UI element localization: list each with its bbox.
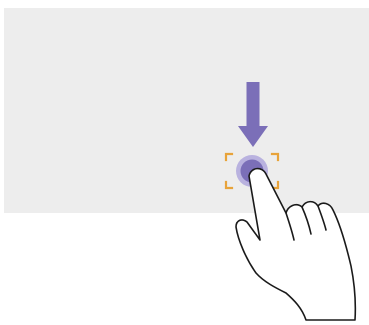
arrow-shaft — [247, 82, 260, 128]
hand-pointer-icon — [236, 169, 355, 320]
bracket-top-right — [272, 154, 278, 160]
arrow-down-icon — [238, 82, 268, 147]
hand-outline — [236, 169, 355, 320]
arrow-head — [238, 126, 268, 147]
bracket-top-left — [226, 154, 232, 160]
bracket-bottom-left — [226, 182, 232, 188]
